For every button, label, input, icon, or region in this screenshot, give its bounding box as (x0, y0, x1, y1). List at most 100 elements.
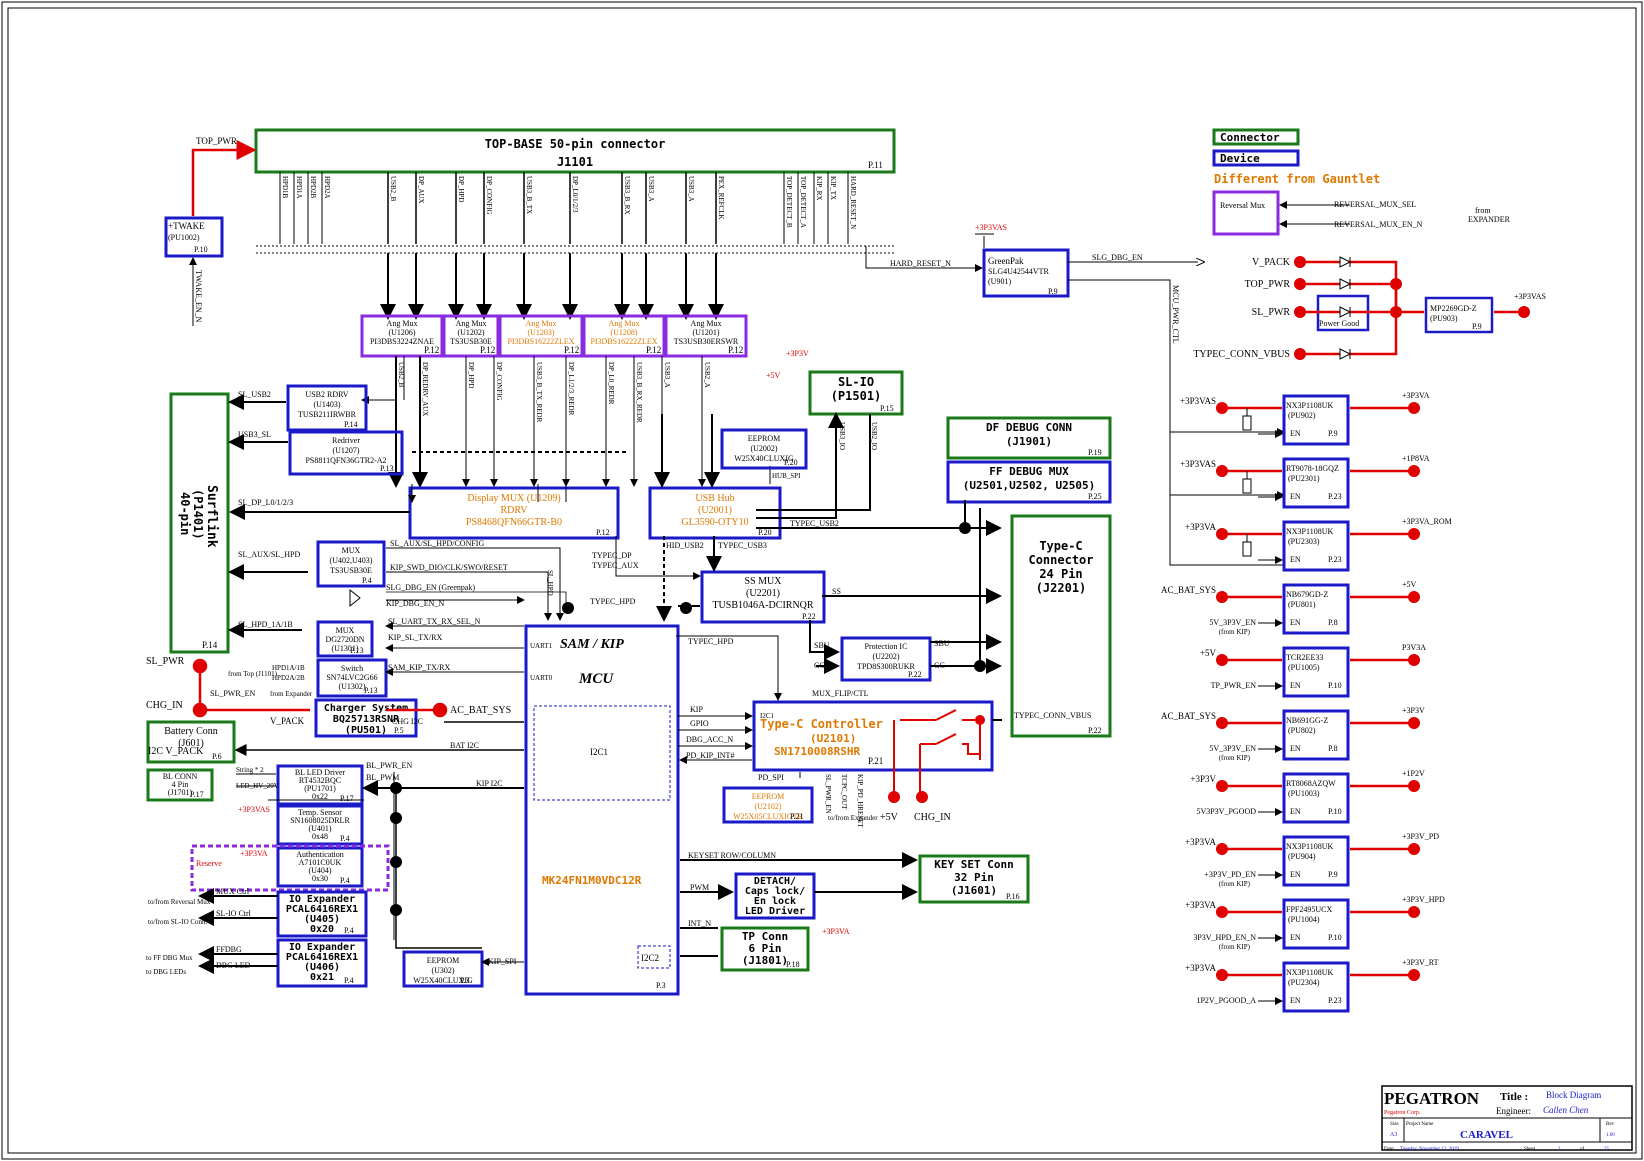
top-pin-1: HPD1A (295, 176, 303, 199)
ff-debug-line: (U2501,U2502, U2505) (963, 479, 1095, 492)
mid-signal-8: USB3_A (663, 362, 671, 388)
signal-label-36: MUX_FLIP/CTL (812, 689, 869, 698)
ang-mux-page: P.12 (564, 345, 579, 355)
bl-conn-page: P.17 (190, 790, 204, 799)
eeprom-hub-line: (U2002) (750, 444, 777, 453)
typec-connector-line: Type-C (1039, 539, 1082, 553)
df-debug-page: P.19 (1088, 448, 1102, 457)
typec-connector-page: P.22 (1088, 726, 1102, 735)
regulator-page: P.23 (1328, 492, 1342, 501)
regulator-out: +5V (1402, 580, 1417, 589)
regulator-box (1282, 646, 1350, 698)
mid-signal-6: DP_L0_REDR (607, 362, 615, 405)
regulator-in: +3P3VA (1185, 963, 1216, 973)
signal-label-32: GPIO (690, 719, 709, 728)
authentication-line: 0x30 (312, 874, 328, 883)
tb-size-label: Size (1390, 1122, 1399, 1127)
battery-conn-page: P.6 (212, 752, 222, 761)
regulator-part: RT9078-18GQZ (1286, 464, 1339, 473)
temp-sensor-line: 0x48 (312, 832, 328, 841)
regulator-page: P.23 (1328, 555, 1342, 564)
top-pin-8: USB3_B_TX (525, 176, 533, 214)
twake-name: +TWAKE (168, 221, 205, 231)
io-expander-2-page: P.4 (344, 976, 354, 985)
regulator-ref: (PU1005) (1288, 663, 1320, 672)
signal-label-43: TYPEC_HPD (688, 637, 734, 646)
regulator-box (1282, 520, 1350, 572)
temp-sensor-line: Temp. Sensor (298, 808, 342, 817)
regulator-box (1282, 394, 1350, 446)
tb-of: of (1580, 1147, 1585, 1152)
io-expander-2-line: IO Expander (289, 942, 355, 953)
tb-sheet-label: Sheet (1524, 1147, 1536, 1152)
eeprom-ctrl-line: EEPROM (752, 792, 784, 801)
tb-rev: 1.00 (1606, 1133, 1615, 1138)
ang-mux-box (442, 314, 500, 358)
kip-pd-reset-rot: KIP_PD_HRESET (856, 774, 864, 828)
top-pin-7: DP_CONFIG (485, 176, 493, 215)
regulator-out: +1P2V (1402, 769, 1425, 778)
regulator-ctl2: (from KIP) (1219, 628, 1251, 636)
ss-mux-page: P.22 (802, 612, 816, 621)
ang-mux-part: PI3DBS3224ZNAE (370, 337, 434, 346)
signal-label-53: SL_UART_TX_RX_SEL_N (388, 617, 481, 626)
io-expander-2 (276, 938, 368, 988)
tb-engineer: Callen Chen (1543, 1105, 1589, 1115)
regulator-box (1282, 898, 1350, 950)
mux-u402-line: MUX (342, 546, 361, 555)
bl-conn-line: 4 Pin (172, 780, 189, 789)
charger-page: P.5 (394, 726, 404, 735)
signal-label-41: TYPEC_AUX (592, 561, 639, 570)
top-pin-11: USB3_A (647, 176, 655, 202)
mcu-pwr-ctl: MCU_PWR_CTL (1171, 285, 1180, 344)
ang-mux-name: Ang Mux (609, 319, 640, 328)
usb3-io: USB3_IO (838, 422, 846, 450)
signal-label-22: to/from SL-IO Conn. (148, 918, 208, 926)
io-expander-1 (276, 890, 368, 938)
regulator-page: P.23 (1328, 996, 1342, 1005)
protection-ic-page: P.22 (908, 670, 922, 679)
tb-rev-label: Rev (1606, 1122, 1615, 1127)
greenpak-name: GreenPak (988, 256, 1024, 266)
tp-conn-line: (J1801) (742, 954, 788, 967)
greenpak-block: GreenPak SLG4U42544VTR (U901) P.9 +3P3VA… (865, 223, 1285, 566)
ff-debug (946, 460, 1112, 504)
switch-u1302-page: P.13 (364, 686, 378, 695)
mux-u1301-line: MUX (336, 626, 355, 635)
signal-label-2: AC_BAT_SYS (450, 705, 511, 716)
regulator-part: NX3P1108UK (1286, 842, 1333, 851)
eeprom-mcu-page: P.3 (460, 976, 470, 985)
protection-ic-line: (U2202) (872, 652, 899, 661)
ang-mux-page: P.12 (480, 345, 495, 355)
signal-label-46: SBU (934, 639, 950, 648)
signal-label-47: CC (814, 661, 825, 670)
slio (808, 370, 904, 416)
mp2269-ref: (PU903) (1430, 314, 1458, 323)
regulator-out: +3P3V_RT (1402, 958, 1439, 967)
io-expander-1-page: P.4 (344, 926, 354, 935)
battery-conn-line: (J601) (178, 738, 204, 749)
mux-u1301-line: (U1301) (331, 644, 358, 653)
signal-label-33: DBG_ACC_N (686, 735, 733, 744)
typec-connector-line: (J2201) (1036, 581, 1087, 595)
key-set-conn-line: 32 Pin (954, 871, 994, 884)
regulator-in: +3P3VA (1185, 522, 1216, 532)
ss-mux-line: TUSB1046A-DCIRNQR (712, 600, 813, 611)
regulator-en: EN (1290, 492, 1301, 501)
mcu-sub: MCU (578, 671, 614, 687)
mux-u402-line: TS3USB30E (330, 566, 372, 575)
ff-debug-page: P.25 (1088, 492, 1102, 501)
mcu-i2c1: I2C1 (590, 747, 608, 757)
sl-signal-4: SL_HPD_1A/1B (238, 620, 293, 629)
greenpak-ref: (U901) (988, 277, 1011, 286)
eeprom-hub-line: W25X40CLUXIG (734, 454, 794, 463)
key-set-conn-line: (J1601) (951, 884, 997, 897)
io-expander-1-line: 0x20 (310, 924, 334, 935)
ang-mux-page: P.12 (728, 345, 743, 355)
switch-u1302 (316, 658, 388, 698)
greenpak-page: P.9 (1048, 287, 1058, 296)
mid-signal-7: USB3_B_RX_REDR (635, 362, 643, 423)
signal-label-14: LED_HV_20V (236, 782, 279, 790)
